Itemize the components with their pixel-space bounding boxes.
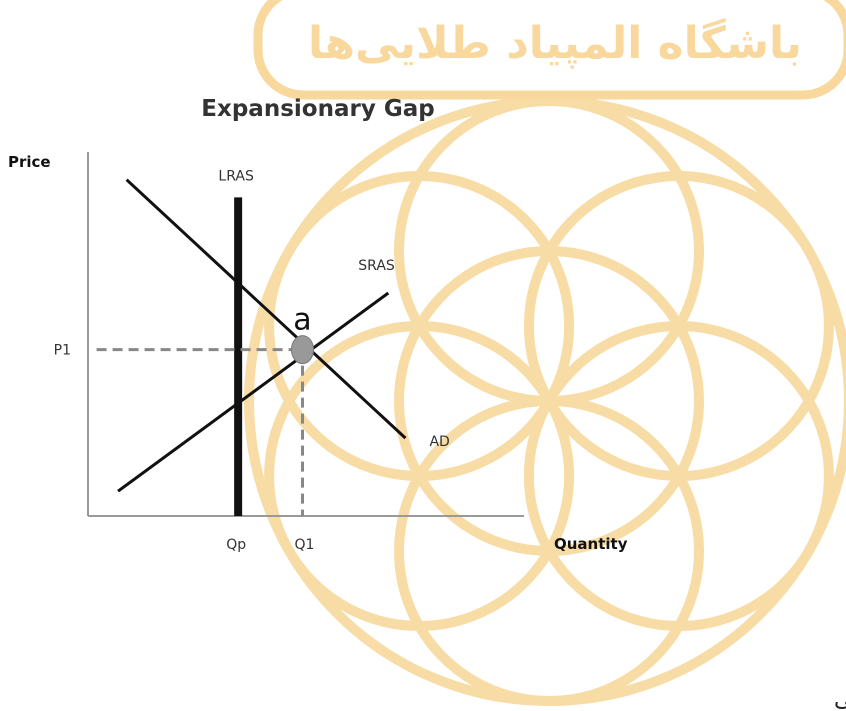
watermark-logo: باشگاه المپیاد طلایی‌ها [244, 0, 846, 706]
watermark-text: باشگاه المپیاد طلایی‌ها [308, 17, 802, 69]
chart-title: Expansionary Gap [201, 96, 434, 122]
watermark-corner-text: لی [834, 687, 846, 711]
y-axis-title: Price [8, 153, 51, 171]
rosette-petal-circle [523, 171, 834, 481]
watermark-rosette [244, 96, 846, 706]
q1-label: Q1 [295, 537, 315, 553]
qp-label: Qp [226, 537, 246, 553]
equilibrium-point [291, 335, 314, 365]
rosette-petal-circle [523, 321, 834, 631]
series-line-ad [125, 178, 407, 440]
watermark-banner [253, 0, 846, 100]
sras-label: SRAS [358, 258, 395, 274]
point-a-label: a [293, 303, 311, 338]
guide-layer [96, 335, 314, 516]
lras-label: LRAS [218, 168, 254, 184]
series-layer [117, 178, 407, 516]
series-line-sras [117, 291, 390, 493]
chart: Expansionary Gap Price Quantity LRAS SRAS… [8, 96, 628, 553]
x-axis-title: Quantity [554, 535, 628, 553]
rosette-center-dot [542, 394, 556, 408]
p1-label: P1 [54, 343, 71, 359]
ad-label: AD [429, 434, 449, 450]
